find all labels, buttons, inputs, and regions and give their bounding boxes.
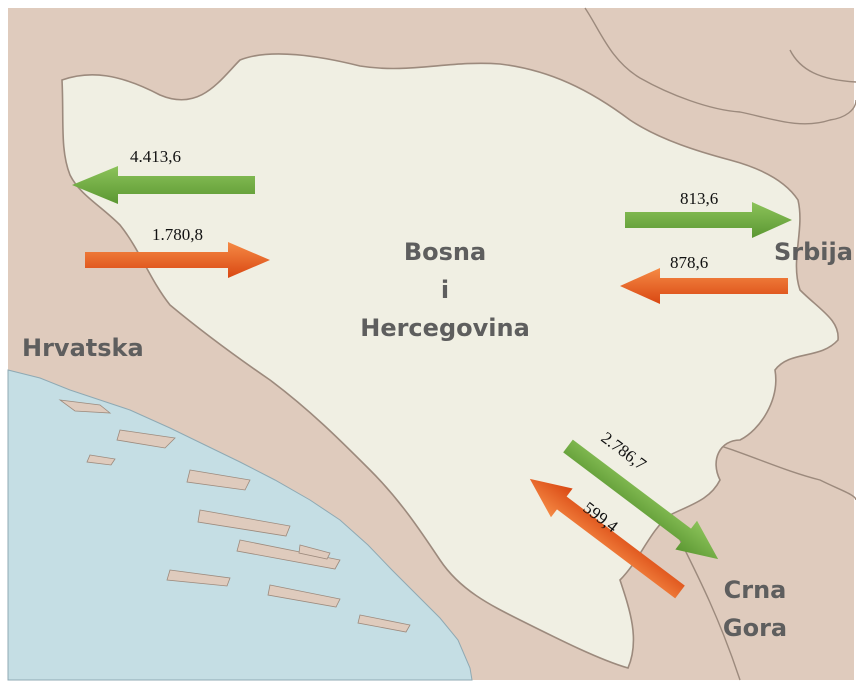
croatia-export-arrow (72, 166, 255, 204)
bih-territory (61, 53, 839, 669)
montenegro-export-arrow (563, 439, 719, 560)
serbia-import-arrow (620, 268, 788, 304)
croatia-import-value: 1.780,8 (152, 225, 203, 244)
serbia-export-value: 813,6 (680, 189, 718, 208)
montenegro-import-arrow (529, 478, 685, 599)
croatia-import-arrow (85, 242, 270, 278)
label-montenegro-line2: Gora (723, 614, 787, 642)
serbia-export-arrow (625, 202, 792, 238)
label-croatia: Hrvatska (22, 334, 144, 362)
label-bih-line3: Hercegovina (360, 314, 530, 342)
serbia-import-value: 878,6 (670, 253, 708, 272)
label-montenegro-line1: Crna (724, 576, 787, 604)
neighbor-borders (584, 7, 856, 681)
islands (58, 399, 411, 633)
croatia-export-value: 4.413,6 (130, 147, 181, 166)
label-bih-line2: i (441, 276, 449, 304)
label-serbia: Srbija (774, 238, 853, 266)
label-bih-line1: Bosna (404, 238, 486, 266)
